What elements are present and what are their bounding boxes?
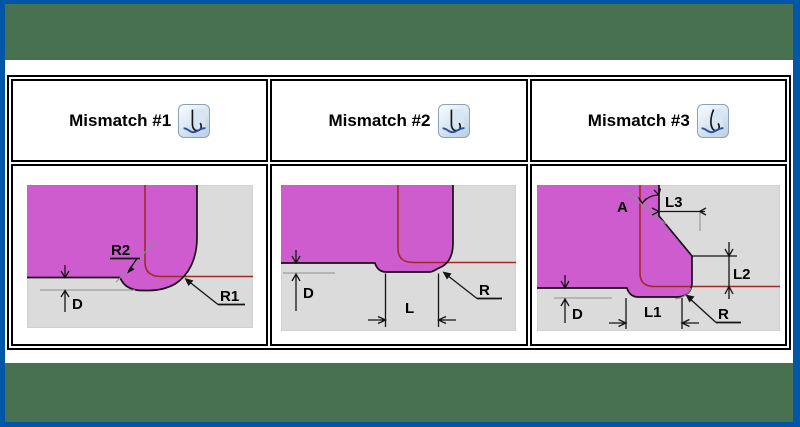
r-arrowhead bbox=[442, 271, 452, 280]
dim-label-l: L bbox=[405, 300, 414, 317]
angle-arc-arrows bbox=[637, 188, 661, 205]
stock-outline bbox=[281, 185, 455, 273]
dim-label-a: A bbox=[617, 199, 628, 216]
l1-extension-lines bbox=[625, 298, 683, 329]
r1-leader bbox=[186, 279, 219, 306]
surface-line bbox=[442, 127, 465, 134]
mismatch-2-tool-button[interactable] bbox=[437, 103, 470, 138]
mismatch-3-diagram: A L3 L2 D bbox=[536, 185, 780, 331]
mismatch-1-diagram: D R2 R1 bbox=[26, 185, 253, 328]
dim-label-l3: L3 bbox=[665, 194, 683, 211]
mismatch-2-header-cell: Mismatch #2 bbox=[270, 79, 528, 162]
mill-tool-icon bbox=[442, 109, 465, 134]
r-leader bbox=[687, 296, 717, 323]
dim-label-d: D bbox=[303, 285, 314, 302]
r2-arrowhead bbox=[126, 266, 135, 274]
dim-label-r2: R2 bbox=[111, 242, 130, 259]
l2-dim-line bbox=[724, 242, 734, 299]
stock-outline bbox=[26, 185, 198, 292]
dim-label-r: R bbox=[718, 306, 729, 323]
surface-line bbox=[183, 127, 206, 134]
mill-tool-icon bbox=[183, 109, 206, 134]
d-dim-top-arrow bbox=[291, 250, 302, 265]
mismatch-3-cell: A L3 L2 D bbox=[529, 164, 787, 346]
mismatch-1-title: Mismatch #1 bbox=[69, 110, 172, 130]
dim-label-l2: L2 bbox=[733, 266, 751, 283]
d-dim-bottom-arrow bbox=[291, 272, 302, 311]
dim-label-d: D bbox=[572, 306, 583, 323]
toolpath-line bbox=[639, 185, 780, 288]
r-leader bbox=[445, 272, 478, 300]
dim-label-r1: R1 bbox=[220, 288, 239, 305]
r1-arrowhead bbox=[184, 278, 194, 286]
dim-label-r: R bbox=[479, 282, 490, 299]
mismatch-1-header-cell: Mismatch #1 bbox=[11, 79, 269, 162]
l3-dim-line bbox=[651, 207, 707, 216]
header-row: Mismatch #1 Mismatch #2 bbox=[11, 79, 787, 162]
l-extension-lines bbox=[385, 273, 440, 327]
d-dim-bottom-arrow bbox=[60, 289, 70, 312]
chamfer-extension-line bbox=[624, 190, 667, 225]
d-dim-top-arrow bbox=[60, 265, 70, 279]
mill-tool-icon bbox=[701, 109, 724, 134]
bottom-banner bbox=[5, 363, 793, 422]
mismatch-table: Mismatch #1 Mismatch #2 bbox=[7, 75, 791, 350]
toolpath-line bbox=[397, 185, 517, 264]
mismatch-2-title: Mismatch #2 bbox=[328, 110, 431, 130]
d-dim-bottom-arrow bbox=[560, 297, 570, 323]
mismatch-1-tool-button[interactable] bbox=[178, 103, 211, 138]
mismatch-3-header-cell: Mismatch #3 bbox=[529, 79, 787, 162]
mismatch-2-diagram: D L R bbox=[281, 185, 517, 331]
l1-dim-right-arrow bbox=[680, 318, 699, 328]
toolpath-line bbox=[143, 185, 253, 278]
stock-shape bbox=[26, 185, 197, 291]
r-arrowhead bbox=[685, 294, 695, 303]
radius-leader-line bbox=[115, 241, 156, 283]
mismatch-3-tool-button[interactable] bbox=[696, 103, 729, 138]
dim-label-d: D bbox=[72, 296, 83, 313]
surface-line bbox=[701, 127, 724, 134]
dim-label-l1: L1 bbox=[644, 304, 662, 321]
stock-shape bbox=[281, 185, 454, 272]
mismatch-2-cell: D L R bbox=[270, 164, 528, 346]
mismatch-3-title: Mismatch #3 bbox=[587, 110, 690, 130]
diagram-row: D R2 R1 bbox=[11, 164, 787, 346]
l-dim-left-arrow bbox=[368, 315, 388, 325]
fillet-hint-curve bbox=[674, 287, 692, 300]
tool-profile bbox=[710, 109, 721, 132]
l1-dim-left-arrow bbox=[608, 318, 628, 328]
d-dim-top-arrow bbox=[560, 275, 570, 290]
stock-outline bbox=[536, 185, 693, 298]
mismatch-1-cell: D R2 R1 bbox=[11, 164, 269, 346]
top-banner bbox=[5, 4, 793, 60]
l-dim-right-arrow bbox=[437, 315, 457, 325]
